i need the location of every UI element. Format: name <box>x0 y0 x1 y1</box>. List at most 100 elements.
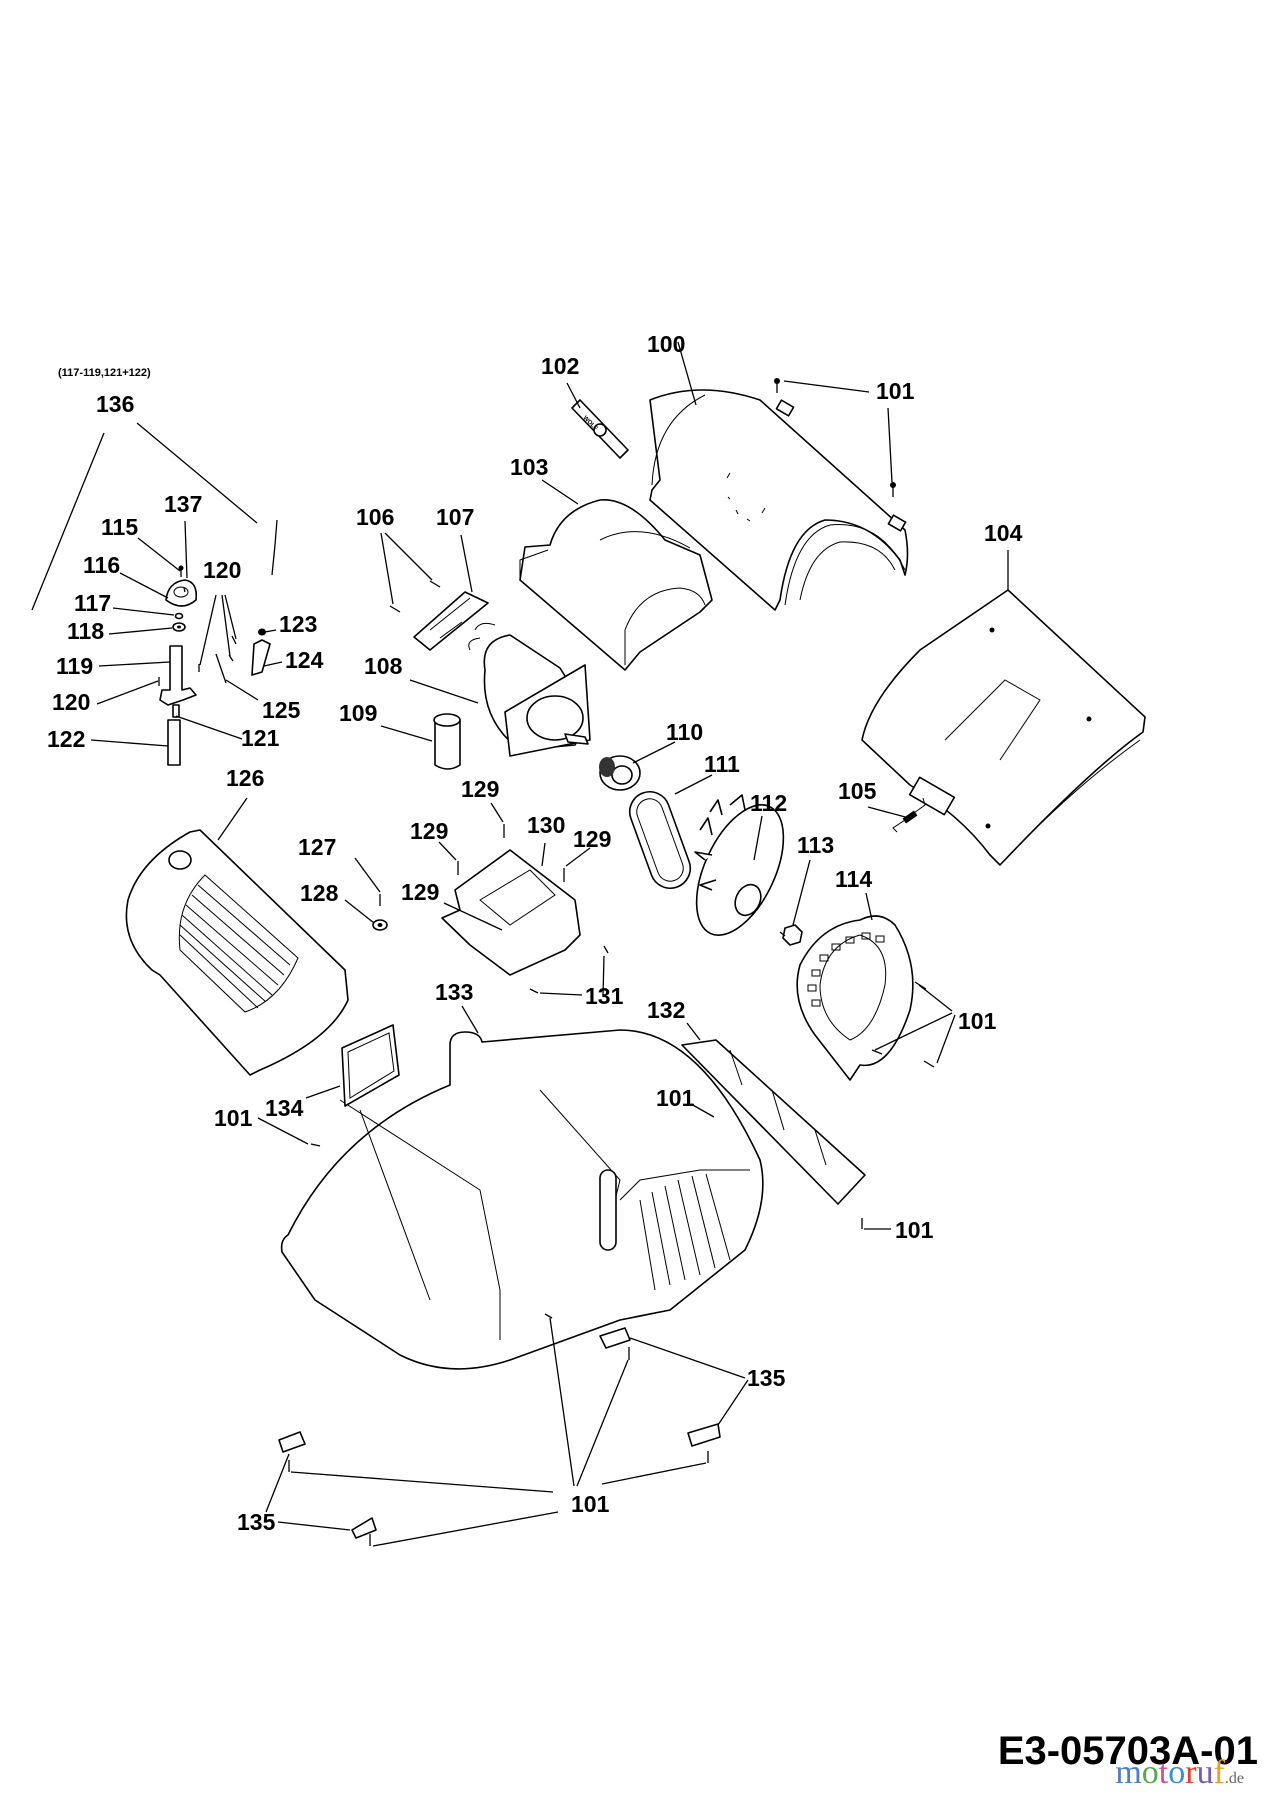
watermark-letter: t <box>1158 1754 1169 1791</box>
part-130-motor-plate[interactable] <box>441 849 581 976</box>
part-134-frame[interactable] <box>341 1024 400 1107</box>
label-100: 100 <box>647 331 685 357</box>
part-117-washer[interactable] <box>174 612 184 620</box>
part-110-pulley-bearing[interactable] <box>599 755 641 791</box>
label-102: 102 <box>541 353 579 379</box>
part-128-washer[interactable] <box>372 919 388 931</box>
part-104-rear-flap[interactable] <box>861 589 1146 866</box>
label-107: 107 <box>436 504 474 530</box>
part-135-wheel-clip[interactable] <box>687 1423 721 1447</box>
label-127: 127 <box>298 834 336 860</box>
label-101-mid: 101 <box>656 1085 695 1111</box>
screw-131[interactable] <box>603 945 609 954</box>
part-103-motor-housing-cover[interactable] <box>519 499 713 671</box>
part-115-screw[interactable] <box>178 565 184 578</box>
part-113-nut[interactable] <box>779 924 803 946</box>
label-114: 114 <box>835 866 872 892</box>
part-114-belt-cover[interactable] <box>796 915 914 1081</box>
part-labels: (117-119,121+122) 136 137 115 116 117 11… <box>47 331 1023 1535</box>
part-spring-rod[interactable] <box>271 519 278 576</box>
screw-101[interactable] <box>774 378 780 393</box>
part-124-bracket[interactable] <box>251 639 271 676</box>
screw-106[interactable] <box>429 580 441 588</box>
part-100-upper-cover[interactable] <box>649 389 909 611</box>
label-132: 132 <box>647 997 685 1023</box>
label-133: 133 <box>435 979 473 1005</box>
watermark-letter: r <box>1185 1754 1197 1791</box>
part-112-fan-wheel[interactable] <box>679 792 802 948</box>
label-131: 131 <box>585 983 624 1009</box>
label-117: 117 <box>74 590 111 616</box>
label-116: 116 <box>83 552 120 578</box>
part-108-motor[interactable] <box>468 622 591 757</box>
screw-101[interactable] <box>871 1049 883 1055</box>
label-124: 124 <box>285 647 324 673</box>
part-137-knob-cap[interactable] <box>183 587 186 593</box>
label-120-left: 120 <box>52 689 90 715</box>
part-135-wheel-clip[interactable] <box>351 1517 377 1539</box>
watermark-letter: o <box>1168 1754 1186 1791</box>
label-136: 136 <box>96 391 134 417</box>
leader-lines <box>31 341 1009 1547</box>
screw-101[interactable] <box>310 1143 321 1147</box>
label-113: 113 <box>797 832 834 858</box>
label-135-left: 135 <box>237 1509 276 1535</box>
label-101-bottom: 101 <box>571 1491 610 1517</box>
label-101-bottom-right: 101 <box>895 1217 934 1243</box>
label-111: 111 <box>704 751 740 777</box>
part-121-pin[interactable] <box>172 704 180 718</box>
label-129-a: 129 <box>461 776 499 802</box>
diagram-code: E3-05703A-01 <box>997 1729 1258 1773</box>
part-107-cable-clamp[interactable] <box>413 591 489 651</box>
part-111-drive-belt[interactable] <box>624 786 696 894</box>
label-128: 128 <box>300 880 339 906</box>
part-132-guide-rail[interactable] <box>681 1039 866 1205</box>
label-129-d: 129 <box>401 879 439 905</box>
part-126-front-cover[interactable] <box>125 829 349 1076</box>
part-120-screw[interactable] <box>231 635 237 645</box>
part-109-capacitor[interactable] <box>433 713 461 770</box>
label-125: 125 <box>262 697 301 723</box>
part-119-bracket[interactable] <box>159 645 197 706</box>
watermark-suffix: .de <box>1224 1770 1244 1787</box>
label-120-top: 120 <box>203 557 241 583</box>
label-101-right: 101 <box>958 1008 997 1034</box>
screw-131[interactable] <box>529 988 539 994</box>
label-130: 130 <box>527 812 565 838</box>
label-135-right: 135 <box>747 1365 786 1391</box>
watermark-letter: f <box>1213 1754 1225 1791</box>
part-125-spring[interactable] <box>215 653 227 684</box>
label-110: 110 <box>666 719 703 745</box>
label-126: 126 <box>226 765 264 791</box>
part-116-adjustment-knob[interactable] <box>165 579 198 607</box>
label-123: 123 <box>279 611 317 637</box>
screw-101[interactable] <box>923 1060 935 1068</box>
label-104: 104 <box>984 520 1023 546</box>
screw-101[interactable] <box>890 482 896 497</box>
label-101-left: 101 <box>214 1105 253 1131</box>
label-137: 137 <box>164 491 202 517</box>
part-105-tension-spring[interactable] <box>892 797 926 833</box>
part-122-height-adjuster[interactable] <box>167 719 181 766</box>
label-119: 119 <box>56 653 93 679</box>
label-129-b: 129 <box>410 818 448 844</box>
part-123-nut[interactable] <box>258 628 266 636</box>
assembly-note: (117-119,121+122) <box>58 367 151 379</box>
part-118-washer[interactable] <box>172 622 186 632</box>
label-106: 106 <box>356 504 394 530</box>
label-115: 115 <box>101 514 138 540</box>
watermark-letter: u <box>1196 1754 1214 1791</box>
watermark-logo: motoruf.de <box>1115 1756 1244 1796</box>
part-135-wheel-clip[interactable] <box>278 1431 306 1453</box>
part-133-chassis-housing[interactable] <box>280 1029 764 1370</box>
watermark-letter: o <box>1141 1754 1159 1791</box>
part-135-wheel-clip[interactable] <box>599 1327 631 1349</box>
label-105: 105 <box>838 778 877 804</box>
screw-101[interactable] <box>544 1313 553 1319</box>
screw-106[interactable] <box>389 605 401 613</box>
part-102-brand-label[interactable]: WOLF <box>571 399 629 459</box>
label-108: 108 <box>364 653 403 679</box>
label-109: 109 <box>339 700 377 726</box>
label-121: 121 <box>241 725 280 751</box>
